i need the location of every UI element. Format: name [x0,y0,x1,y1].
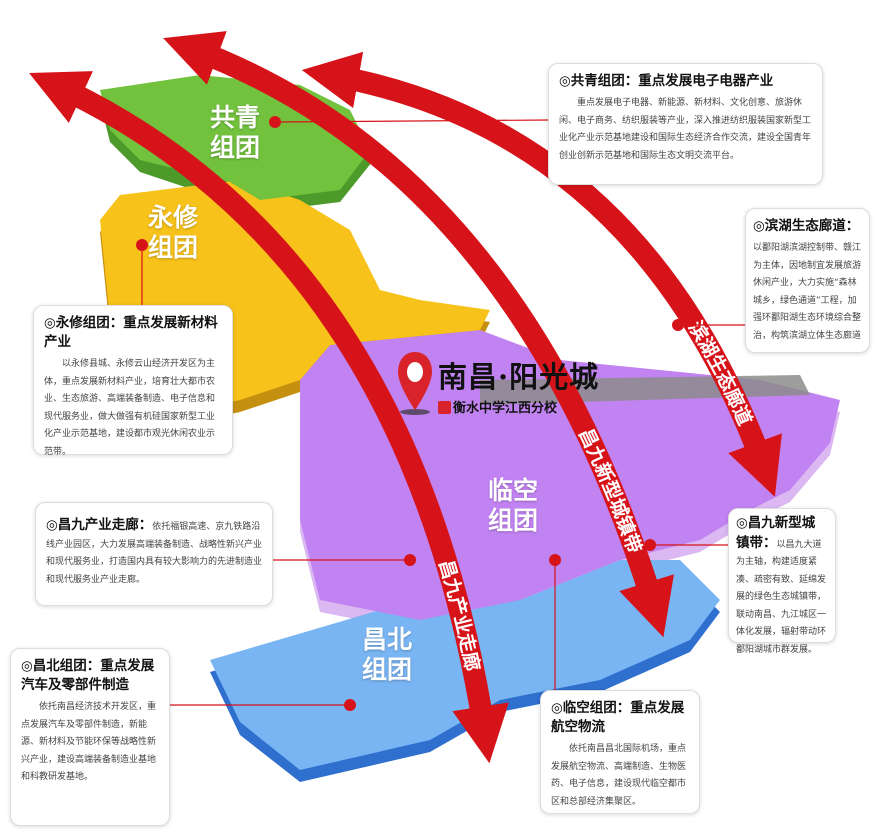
callout-title: ◎昌九产业走廊： [46,517,153,533]
region-label-line: 昌北 [362,625,413,654]
callout-title: ◎滨湖生态廊道： [753,218,860,234]
callout-changjiu-industry: ◎昌九产业走廊：依托福银高速、京九铁路沿线产业园区，大力发展高端装备制造、战略性… [35,502,273,606]
logo-subtitle-text: 衡水中学江西分校 [453,401,558,416]
region-label-line: 组团 [362,655,413,684]
callout-body: 依托南昌经济技术开发区，重点发展汽车及零部件制造，新能源、新材料及节能环保等战略… [21,702,157,782]
graduation-cap-icon [438,401,451,414]
callout-body: 重点发展电子电器、新能源、新材料、文化创意、旅游休闲、电子商务、纺织服装等产业，… [559,98,812,161]
region-label-line: 组团 [210,133,261,162]
region-label-changbei: 昌北 组团 [362,625,412,685]
arrow-binhu-eco [301,51,782,497]
callout-changbei: ◎昌北组团：重点发展汽车及零部件制造 依托南昌经济技术开发区，重点发展汽车及零部… [10,648,170,826]
map-pin-icon [398,352,432,415]
region-label-line: 组团 [488,506,539,535]
region-label-gongqing: 共青 组团 [210,103,260,163]
region-label-yongxiu: 永修 组团 [148,203,198,263]
callout-text: 依托福银高速、京九铁路沿线产业园区，大力发展高端装备制造、战略性新兴产业和现代服… [46,522,263,585]
callout-body: 依托南昌昌北国际机场，重点发展航空物流、高端制造、生物医药、电子信息，建设现代临… [551,744,687,807]
callout-body: ◎昌九产业走廊：依托福银高速、京九铁路沿线产业园区，大力发展高端装备制造、战略性… [46,517,262,589]
callout-body: ◎昌九新型城镇带：以昌九大道为主轴，构建适度紧凑、疏密有致、延绵发展的绿色生态城… [736,515,828,659]
region-label-linkong: 临空 组团 [488,476,538,536]
logo-title: 南昌·阳光城 [438,360,600,394]
callout-linkong: ◎临空组团：重点发展航空物流 依托南昌昌北国际机场，重点发展航空物流、高端制造、… [540,690,700,814]
callout-title: ◎昌北组团：重点发展汽车及零部件制造 [21,658,155,693]
callout-body: 以永修县城、永修云山经济开发区为主体，重点发展新材料产业，培育壮大都市农业、生态… [44,359,216,457]
callout-binhu: ◎滨湖生态廊道： 以鄱阳湖滨湖控制带、赣江为主体，因地制宜发展旅游休闲产业，大力… [745,208,870,353]
connectors [136,116,745,711]
callout-title: ◎永修组团：重点发展新材料产业 [44,315,218,350]
callout-gongqing: ◎共青组团：重点发展电子电器产业 重点发展电子电器、新能源、新材料、文化创意、旅… [548,63,823,185]
callout-yongxiu: ◎永修组团：重点发展新材料产业 以永修县城、永修云山经济开发区为主体，重点发展新… [33,305,233,457]
logo-subtitle: 衡水中学江西分校 [438,397,557,416]
callout-title: ◎共青组团：重点发展电子电器产业 [559,73,774,89]
callout-changjiu-town: ◎昌九新型城镇带：以昌九大道为主轴，构建适度紧凑、疏密有致、延绵发展的绿色生态城… [728,508,836,655]
region-label-line: 临空 [488,476,539,505]
region-label-line: 共青 [210,103,261,132]
region-label-line: 组团 [148,233,199,262]
callout-title: ◎昌九新型城镇带： [736,515,816,551]
region-label-line: 永修 [148,203,199,232]
callout-title: ◎临空组团：重点发展航空物流 [551,700,685,735]
callout-text: 以昌九大道为主轴，构建适度紧凑、疏密有致、延绵发展的绿色生态城镇带，联动南昌、九… [736,539,827,655]
callout-body: 以鄱阳湖滨湖控制带、赣江为主体，因地制宜发展旅游休闲产业，大力实施“森林城乡，绿… [753,243,862,341]
